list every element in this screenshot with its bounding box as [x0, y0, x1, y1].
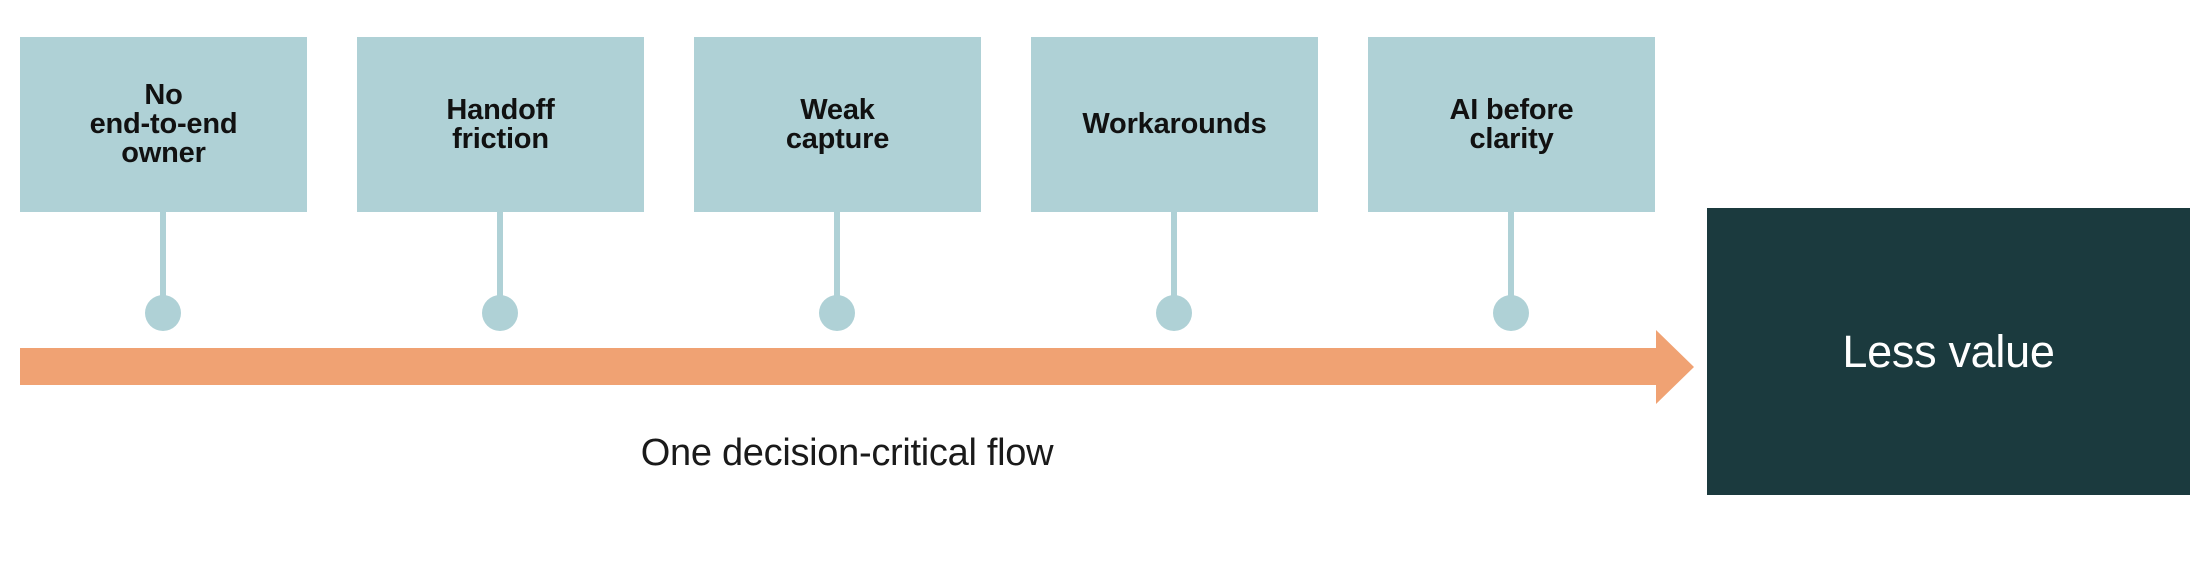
connector-dot-3 [819, 295, 855, 331]
friction-box-2[interactable]: Handoff friction [357, 37, 644, 212]
friction-box-label: Workarounds [1082, 108, 1267, 140]
friction-box-4[interactable]: Workarounds [1031, 37, 1318, 212]
friction-box-label: No end-to-end owner [89, 79, 238, 169]
friction-box-label: Handoff friction [446, 93, 555, 155]
connector-stem-5 [1508, 212, 1514, 304]
friction-box-label: AI before clarity [1449, 93, 1574, 155]
connector-stem-2 [497, 212, 503, 304]
outcome-panel[interactable]: Less value [1707, 208, 2190, 495]
flow-arrow-shape [20, 330, 1694, 404]
flow-arrow [20, 330, 1694, 404]
connector-stem-4 [1171, 212, 1177, 304]
friction-box-1[interactable]: No end-to-end owner [20, 37, 307, 212]
friction-box-3[interactable]: Weak capture [694, 37, 981, 212]
connector-stem-1 [160, 212, 166, 304]
outcome-label: Less value [1842, 325, 2055, 377]
flow-caption: One decision-critical flow [640, 432, 1054, 474]
connector-stem-3 [834, 212, 840, 304]
connector-dot-2 [482, 295, 518, 331]
friction-box-5[interactable]: AI before clarity [1368, 37, 1655, 212]
connector-dot-4 [1156, 295, 1192, 331]
connector-dot-1 [145, 295, 181, 331]
connector-dot-5 [1493, 295, 1529, 331]
friction-box-label: Weak capture [785, 93, 890, 155]
